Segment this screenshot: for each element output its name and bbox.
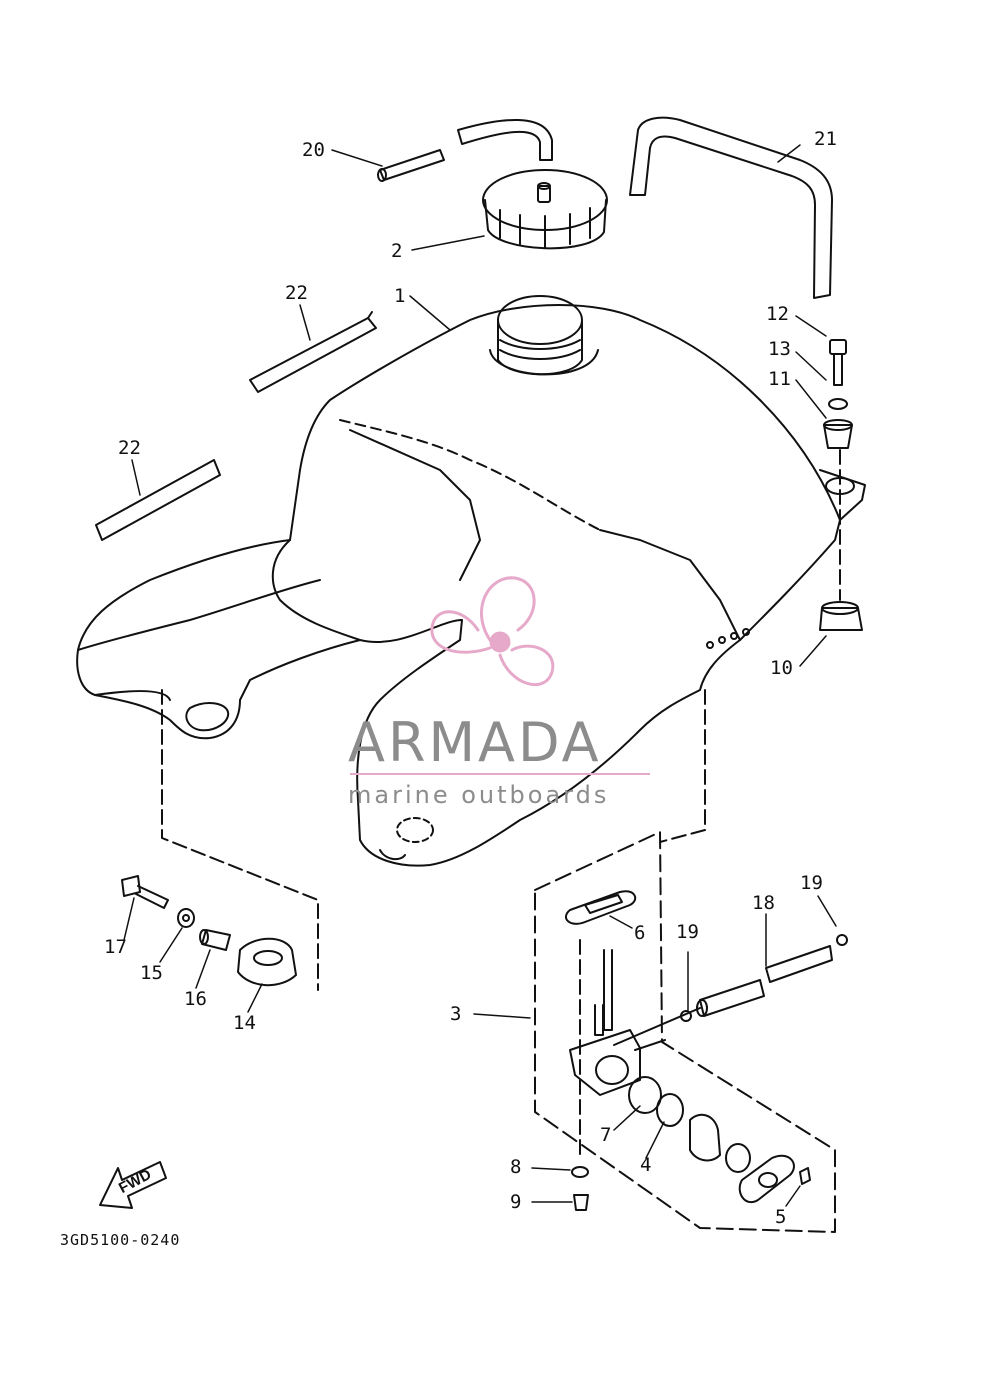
callout-14: 14 xyxy=(233,1012,256,1034)
callout-17: 17 xyxy=(104,936,127,958)
callout-7: 7 xyxy=(600,1124,612,1146)
callout-19-right: 19 xyxy=(800,872,823,894)
callout-1: 1 xyxy=(394,285,406,307)
damper-strips xyxy=(95,311,377,541)
callout-9: 9 xyxy=(510,1191,522,1213)
callout-8: 8 xyxy=(510,1156,522,1178)
callout-6: 6 xyxy=(634,922,646,944)
fuel-tank xyxy=(76,295,866,867)
watermark-tagline: marine outboards xyxy=(348,781,610,809)
right-mount-hardware xyxy=(819,339,863,631)
callout-5: 5 xyxy=(775,1206,787,1228)
callout-19-left: 19 xyxy=(676,921,699,943)
callout-22-lower: 22 xyxy=(118,437,141,459)
catalog-code: 3GD5100-0240 xyxy=(60,1231,181,1249)
callout-22-upper: 22 xyxy=(285,282,308,304)
callout-18: 18 xyxy=(752,892,775,914)
callout-21: 21 xyxy=(814,128,837,150)
vent-hose xyxy=(377,118,553,182)
left-mount-hardware xyxy=(121,689,319,991)
callout-11: 11 xyxy=(768,368,791,390)
watermark-rule xyxy=(350,773,650,775)
leader-lines xyxy=(123,144,837,1207)
watermark-brand: ARMADA xyxy=(348,711,602,774)
callout-3: 3 xyxy=(450,1003,462,1025)
callout-13: 13 xyxy=(768,338,791,360)
callout-2: 2 xyxy=(391,240,403,262)
fuel-cock-assembly xyxy=(534,689,848,1233)
callout-15: 15 xyxy=(140,962,163,984)
callout-16: 16 xyxy=(184,988,207,1010)
fuel-cap xyxy=(482,169,608,250)
callout-12: 12 xyxy=(766,303,789,325)
callout-4: 4 xyxy=(640,1154,652,1176)
tank-strap xyxy=(629,116,833,299)
callout-10: 10 xyxy=(770,657,793,679)
armada-logo-icon xyxy=(430,576,555,687)
callout-20: 20 xyxy=(302,139,325,161)
fwd-arrow-icon xyxy=(99,1161,167,1209)
